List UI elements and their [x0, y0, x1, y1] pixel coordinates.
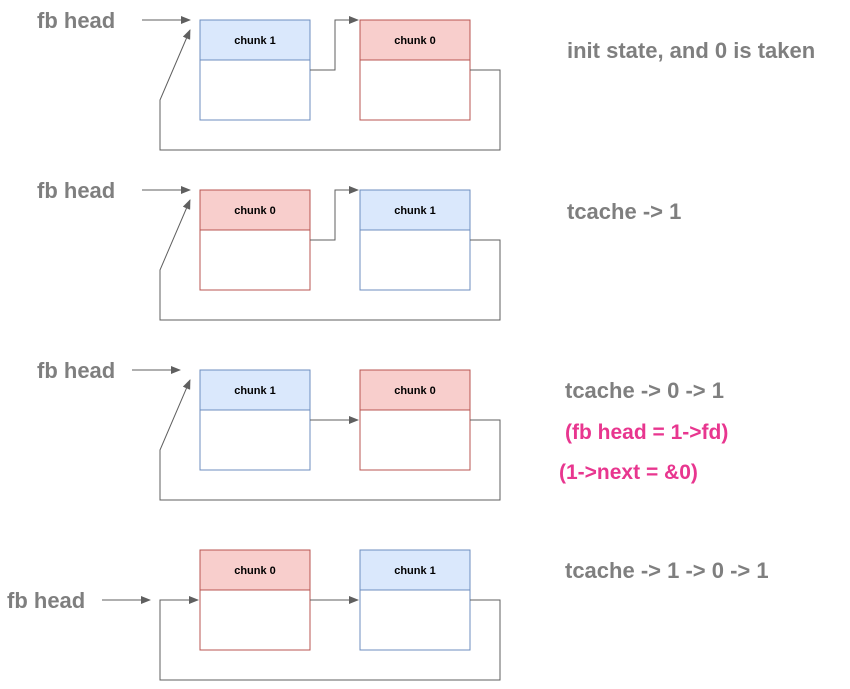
chunk-label: chunk 1	[394, 565, 436, 577]
state-2: fb head chunk 0 chunk 1 tcache -> 1	[37, 178, 681, 321]
chunk-box-1: chunk 1	[199, 369, 311, 471]
chunk-label: chunk 0	[394, 385, 436, 397]
chunk-header	[199, 19, 311, 61]
chunk-header	[199, 549, 311, 591]
state-description: tcache -> 1	[567, 199, 681, 224]
state-note-fd: (fb head = 1->fd)	[565, 421, 728, 444]
chunk-box-2: chunk 1	[359, 189, 471, 291]
chunk-label: chunk 0	[234, 565, 276, 577]
state-4: fb head chunk 0 chunk 1 tcache -> 1 -> 0…	[7, 549, 769, 681]
chunk-header	[359, 369, 471, 411]
fb-head-label: fb head	[37, 8, 115, 33]
chunk-box-1: chunk 0	[199, 189, 311, 291]
state-3: fb head chunk 1 chunk 0 tcache -> 0 -> 1…	[37, 358, 728, 501]
chunk-header	[359, 19, 471, 61]
chunk-box-1: chunk 1	[199, 19, 311, 121]
chunk-label: chunk 1	[394, 205, 436, 217]
state-1: fb head chunk 1 chunk 0 init state, and …	[37, 8, 815, 151]
state-note-next: (1->next = &0)	[559, 461, 698, 484]
fb-head-label: fb head	[7, 588, 85, 613]
chunk-header	[199, 369, 311, 411]
state-description: tcache -> 0 -> 1	[565, 378, 724, 403]
chunk-label: chunk 0	[394, 35, 436, 47]
next-pointer-arrow	[310, 16, 359, 71]
chunk-header	[359, 189, 471, 231]
chunk-header	[359, 549, 471, 591]
state-description: tcache -> 1 -> 0 -> 1	[565, 558, 769, 583]
chunk-header	[199, 189, 311, 231]
state-description: init state, and 0 is taken	[567, 38, 815, 63]
chunk-label: chunk 1	[234, 385, 276, 397]
chunk-box-2: chunk 0	[359, 19, 471, 121]
loop-back-arrow	[159, 199, 501, 321]
loop-back-arrow	[159, 379, 501, 501]
chunk-label: chunk 0	[234, 205, 276, 217]
chunk-box-1: chunk 0	[199, 549, 311, 651]
next-pointer-arrow	[310, 186, 359, 241]
chunk-label: chunk 1	[234, 35, 276, 47]
chunk-box-2: chunk 1	[359, 549, 471, 651]
fb-head-label: fb head	[37, 178, 115, 203]
chunk-box-2: chunk 0	[359, 369, 471, 471]
loop-back-arrow	[159, 596, 501, 681]
fb-head-label: fb head	[37, 358, 115, 383]
loop-back-arrow	[159, 29, 501, 151]
